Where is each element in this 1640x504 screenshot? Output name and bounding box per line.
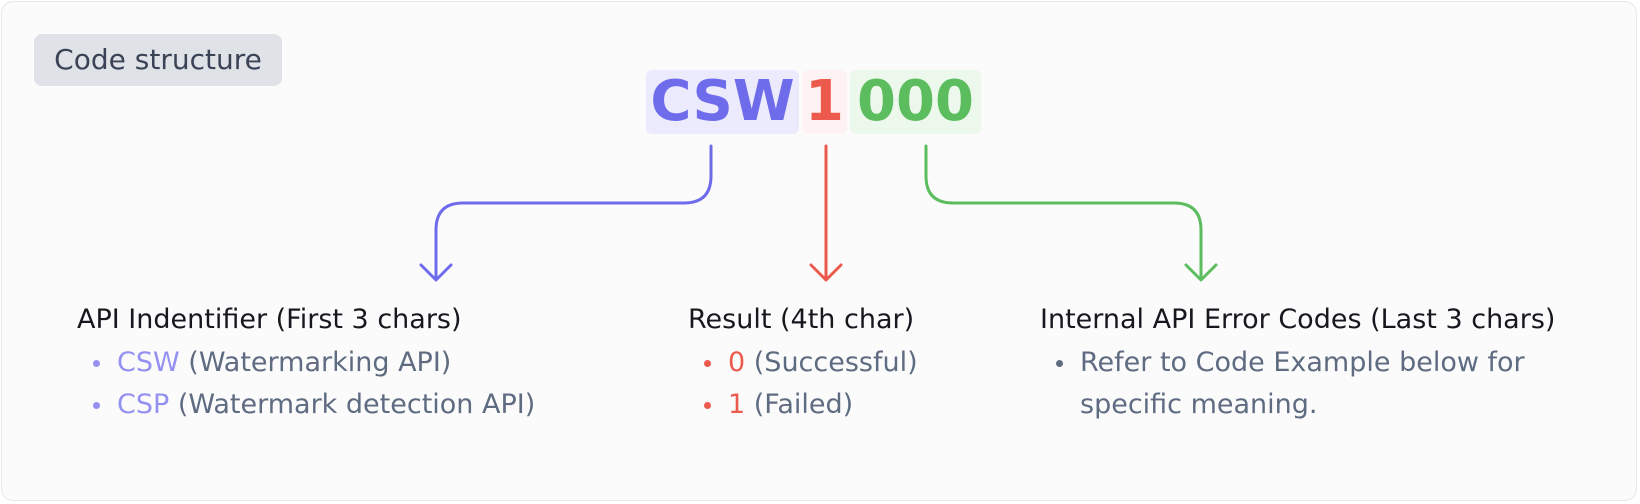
api-code-description: (Watermarking API) (179, 347, 452, 378)
code-structure-badge: Code structure (34, 34, 282, 86)
api-identifier-column: API Indentifier (First 3 chars) CSW (Wat… (77, 300, 535, 426)
result-title: Result (4th char) (688, 304, 915, 335)
bullet-icon (93, 360, 100, 367)
result-column: Result (4th char) 0 (Successful) 1 (Fail… (688, 300, 918, 426)
result-code: 1 (728, 389, 746, 420)
internal-error-note: Refer to Code Example below for specific… (1080, 347, 1525, 420)
bullet-icon (93, 402, 100, 409)
internal-error-title: Internal API Error Codes (Last 3 chars) (1040, 304, 1556, 335)
api-identifier-list: CSW (Watermarking API) CSP (Watermark de… (77, 342, 535, 426)
result-code-description: (Failed) (745, 389, 854, 420)
list-item: CSP (Watermark detection API) (77, 384, 535, 426)
result-code: 0 (728, 347, 746, 378)
result-segment: 1 (802, 70, 847, 134)
bullet-icon (1056, 360, 1063, 367)
api-identifier-segment: CSW (646, 70, 799, 134)
internal-error-list: Refer to Code Example below for specific… (1040, 342, 1600, 426)
bullet-icon (704, 360, 711, 367)
api-code: CSW (117, 347, 180, 378)
result-code-description: (Successful) (745, 347, 918, 378)
api-code-description: (Watermark detection API) (169, 389, 536, 420)
list-item: 0 (Successful) (688, 342, 918, 384)
list-item: Refer to Code Example below for specific… (1040, 342, 1600, 426)
result-list: 0 (Successful) 1 (Failed) (688, 342, 918, 426)
api-code: CSP (117, 389, 170, 420)
list-item: CSW (Watermarking API) (77, 342, 535, 384)
internal-error-column: Internal API Error Codes (Last 3 chars) … (1040, 300, 1600, 426)
api-identifier-title: API Indentifier (First 3 chars) (77, 304, 462, 335)
bullet-icon (704, 402, 711, 409)
internal-error-segment: 000 (850, 70, 981, 134)
list-item: 1 (Failed) (688, 384, 918, 426)
